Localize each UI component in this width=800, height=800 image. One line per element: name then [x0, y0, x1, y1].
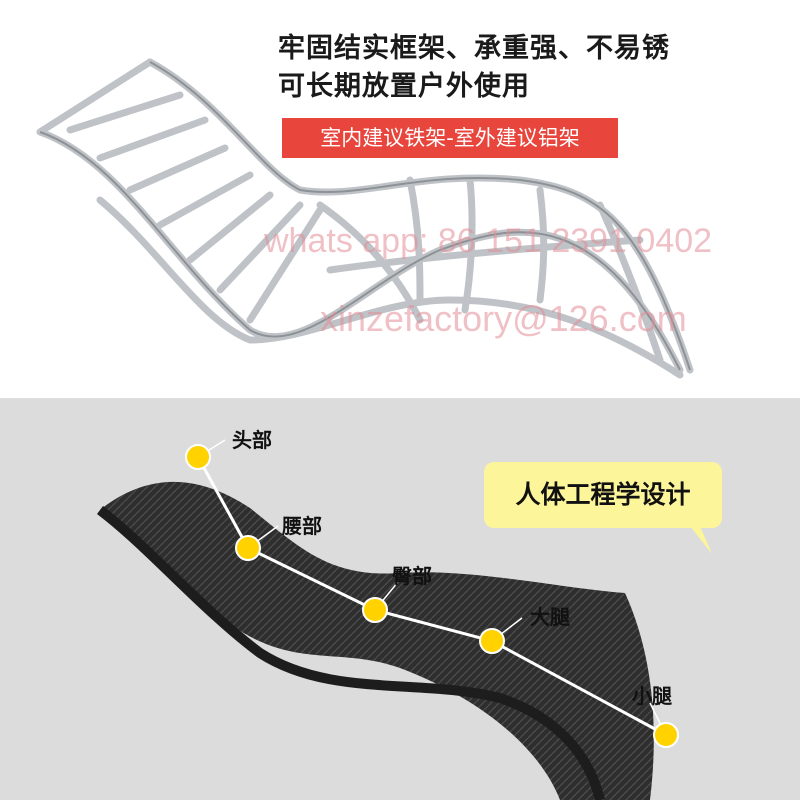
- material-advice-banner: 室内建议铁架-室外建议铝架: [282, 118, 618, 158]
- label-hip: 臀部: [392, 564, 432, 588]
- label-head: 头部: [232, 428, 272, 452]
- marker-thigh: [479, 628, 505, 654]
- metal-frame-illustration: [36, 58, 694, 379]
- lounger-body: [100, 481, 654, 800]
- label-thigh: 大腿: [530, 605, 570, 629]
- marker-hip: [362, 597, 388, 623]
- ergonomics-panel: 头部 腰部 臀部 大腿 小腿: [0, 398, 800, 800]
- watermark-email: xinzefactory@126.com: [320, 298, 687, 339]
- ergonomic-design-bubble: 人体工程学设计: [484, 462, 722, 528]
- marker-waist: [235, 535, 261, 561]
- marker-calf: [653, 722, 679, 748]
- label-waist: 腰部: [282, 514, 322, 538]
- marker-head: [185, 444, 211, 470]
- headline-line-2: 可长期放置户外使用: [278, 71, 530, 102]
- label-calf: 小腿: [632, 684, 672, 708]
- headline: 牢固结实框架、承重强、不易锈 可长期放置户外使用: [278, 30, 670, 106]
- frame-panel: 牢固结实框架、承重强、不易锈 可长期放置户外使用 室内建议铁架-室外建议铝架 w…: [0, 0, 800, 398]
- ergonomic-design-text: 人体工程学设计: [515, 480, 691, 509]
- headline-line-1: 牢固结实框架、承重强、不易锈: [278, 33, 670, 64]
- watermark-phone: whats app: 86 151 2391 0402: [264, 222, 713, 260]
- bubble-tail: [690, 526, 712, 554]
